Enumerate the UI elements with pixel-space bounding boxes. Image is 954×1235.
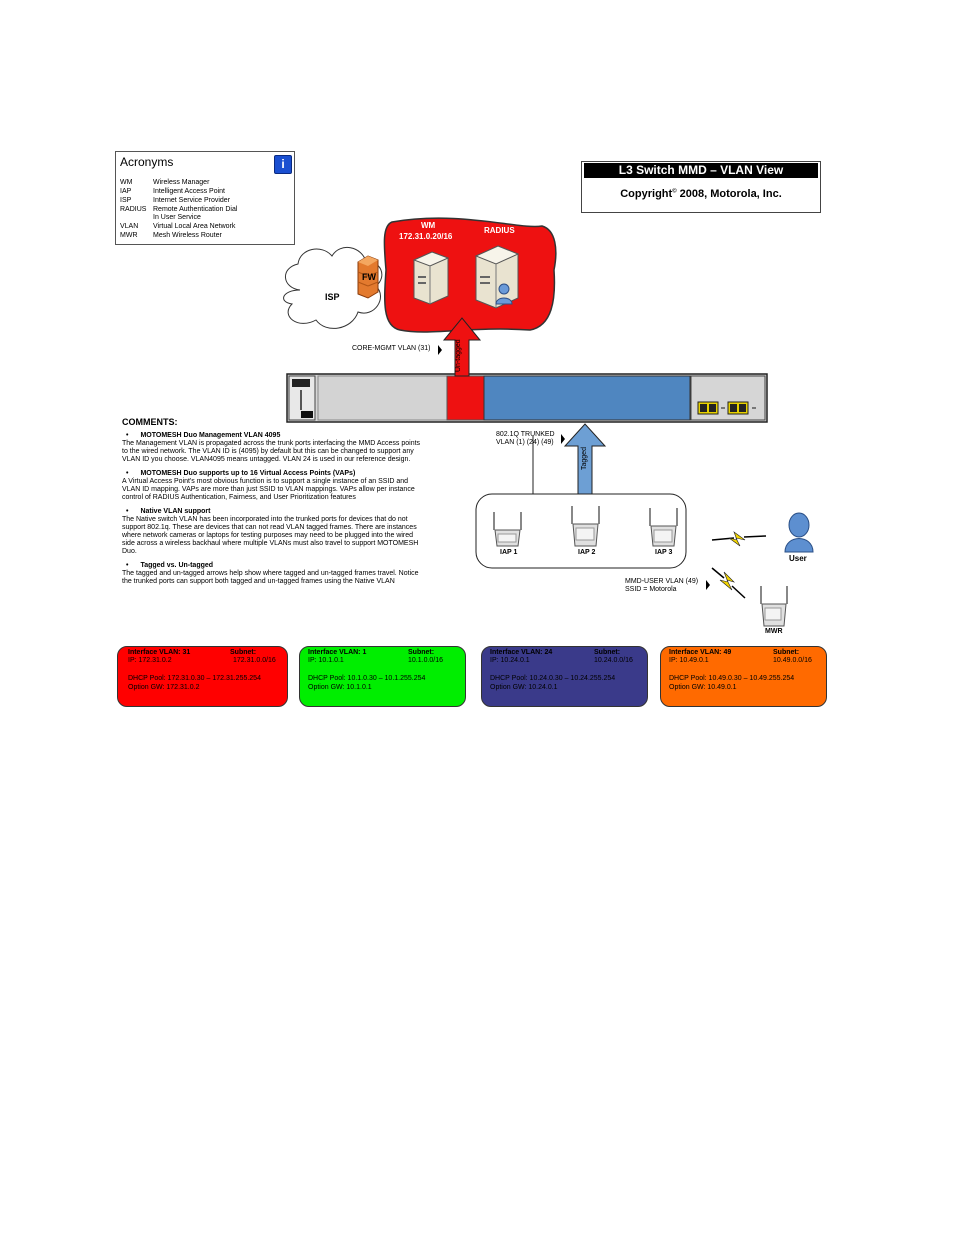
vlan-id: Interface VLAN: 31 <box>128 649 191 656</box>
vlan-ip: IP: 10.24.0.1 <box>490 657 530 664</box>
wm-subnet-label: 172.31.0.20/16 <box>399 232 453 241</box>
ssid-label: SSID = Motorola <box>625 586 677 593</box>
comments-section: COMMENTS: MOTOMESH Duo Management VLAN 4… <box>122 418 427 586</box>
dhcp-pool: DHCP Pool: 10.24.0.30 – 10.24.255.254 <box>490 675 616 682</box>
option-gw: Option GW: 10.1.0.1 <box>308 684 372 691</box>
fw-label: FW <box>362 272 376 282</box>
vlan-subnet: 10.1.0.0/16 <box>408 657 444 664</box>
subnet-label: Subnet: <box>230 649 257 656</box>
user-icon <box>784 512 814 553</box>
iap-label: IAP 2 <box>578 549 596 556</box>
management-zone <box>383 217 557 333</box>
subnet-label: Subnet: <box>594 649 621 656</box>
diagram-title: L3 Switch MMD – VLAN View <box>584 163 818 178</box>
mmd-user-vlan-label: MMD-USER VLAN (49) <box>625 578 699 585</box>
vlan-subnet: 10.24.0.0/16 <box>594 657 633 664</box>
vlan-ip: IP: 10.1.0.1 <box>308 657 344 664</box>
trunk-label: 802.1Q TRUNKED <box>496 431 555 438</box>
network-diagram <box>283 217 814 627</box>
vlan-subnet: 172.31.0.0/16 <box>233 657 276 664</box>
subnet-label: Subnet: <box>773 649 800 656</box>
subnet-label: Subnet: <box>408 649 435 656</box>
l3-switch <box>286 373 768 423</box>
dhcp-pool: DHCP Pool: 172.31.0.30 – 172.31.255.254 <box>128 675 261 682</box>
dhcp-pool: DHCP Pool: 10.1.0.30 – 10.1.255.254 <box>308 675 426 682</box>
user-label: User <box>789 554 807 563</box>
untagged-arrow <box>442 317 482 377</box>
wm-server-icon <box>412 251 450 305</box>
vlan-box: Interface VLAN: 49 Subnet: IP: 10.49.0.1… <box>660 646 827 707</box>
radius-server-icon <box>474 245 520 309</box>
info-icon: i <box>274 155 292 174</box>
iap-label: IAP 1 <box>500 549 518 556</box>
vlan-ip: IP: 172.31.0.2 <box>128 657 172 664</box>
firewall-icon <box>357 255 379 299</box>
comment-body: The Native switch VLAN has been incorpor… <box>122 516 419 555</box>
radius-label: RADIUS <box>484 226 515 235</box>
mwr-label: MWR <box>765 628 783 635</box>
wireless-link-icon <box>711 531 767 547</box>
dhcp-pool: DHCP Pool: 10.49.0.30 – 10.49.255.254 <box>669 675 795 682</box>
sfp-port-icon <box>697 401 719 415</box>
acronyms-title: Acronyms <box>120 155 174 169</box>
vlan-id: Interface VLAN: 1 <box>308 649 367 656</box>
access-point-icon <box>649 508 678 547</box>
vlan-box: Interface VLAN: 1 Subnet: IP: 10.1.0.1 1… <box>299 646 466 707</box>
comment-body: The tagged and un-tagged arrows help sho… <box>122 570 419 585</box>
comment-body: The Management VLAN is propagated across… <box>122 440 421 463</box>
vlan-id: Interface VLAN: 49 <box>669 649 732 656</box>
vlan-subnet: 10.49.0.0/16 <box>773 657 812 664</box>
option-gw: Option GW: 10.24.0.1 <box>490 684 558 691</box>
option-gw: Option GW: 10.49.0.1 <box>669 684 737 691</box>
vlan-ip: IP: 10.49.0.1 <box>669 657 709 664</box>
comments-heading: COMMENTS: <box>122 417 178 427</box>
isp-label: ISP <box>325 292 340 302</box>
wireless-link-icon <box>711 567 746 599</box>
comment-title: Native VLAN support <box>122 508 427 516</box>
wm-label: WM <box>421 221 436 230</box>
option-gw: Option GW: 172.31.0.2 <box>128 684 200 691</box>
vlan-box: Interface VLAN: 24 Subnet: IP: 10.24.0.1… <box>481 646 648 707</box>
access-point-icon <box>571 506 600 547</box>
comment-title: MOTOMESH Duo supports up to 16 Virtual A… <box>122 470 427 478</box>
untagged-label: Un-tagged <box>455 339 462 372</box>
mwr-icon <box>760 586 788 627</box>
tagged-arrow <box>563 423 607 495</box>
access-point-icon <box>493 512 522 547</box>
title-box: L3 Switch MMD – VLAN View Copyright© 200… <box>581 161 821 213</box>
comment-title: Tagged vs. Un-tagged <box>122 562 427 570</box>
trunk-vlan-label: VLAN (1) (24) (49) <box>496 439 554 446</box>
comment-body: A Virtual Access Point's most obvious fu… <box>122 478 415 501</box>
tagged-label: Tagged <box>581 447 588 470</box>
comment-title: MOTOMESH Duo Management VLAN 4095 <box>122 432 427 440</box>
copyright-text: Copyright© 2008, Motorola, Inc. <box>620 188 782 200</box>
vlan-id: Interface VLAN: 24 <box>490 649 553 656</box>
iap-label: IAP 3 <box>655 549 673 556</box>
sfp-port-icon <box>727 401 749 415</box>
vlan-box: Interface VLAN: 31 Subnet: IP: 172.31.0.… <box>117 646 288 707</box>
core-mgmt-vlan-label: CORE-MGMT VLAN (31) <box>352 345 431 352</box>
